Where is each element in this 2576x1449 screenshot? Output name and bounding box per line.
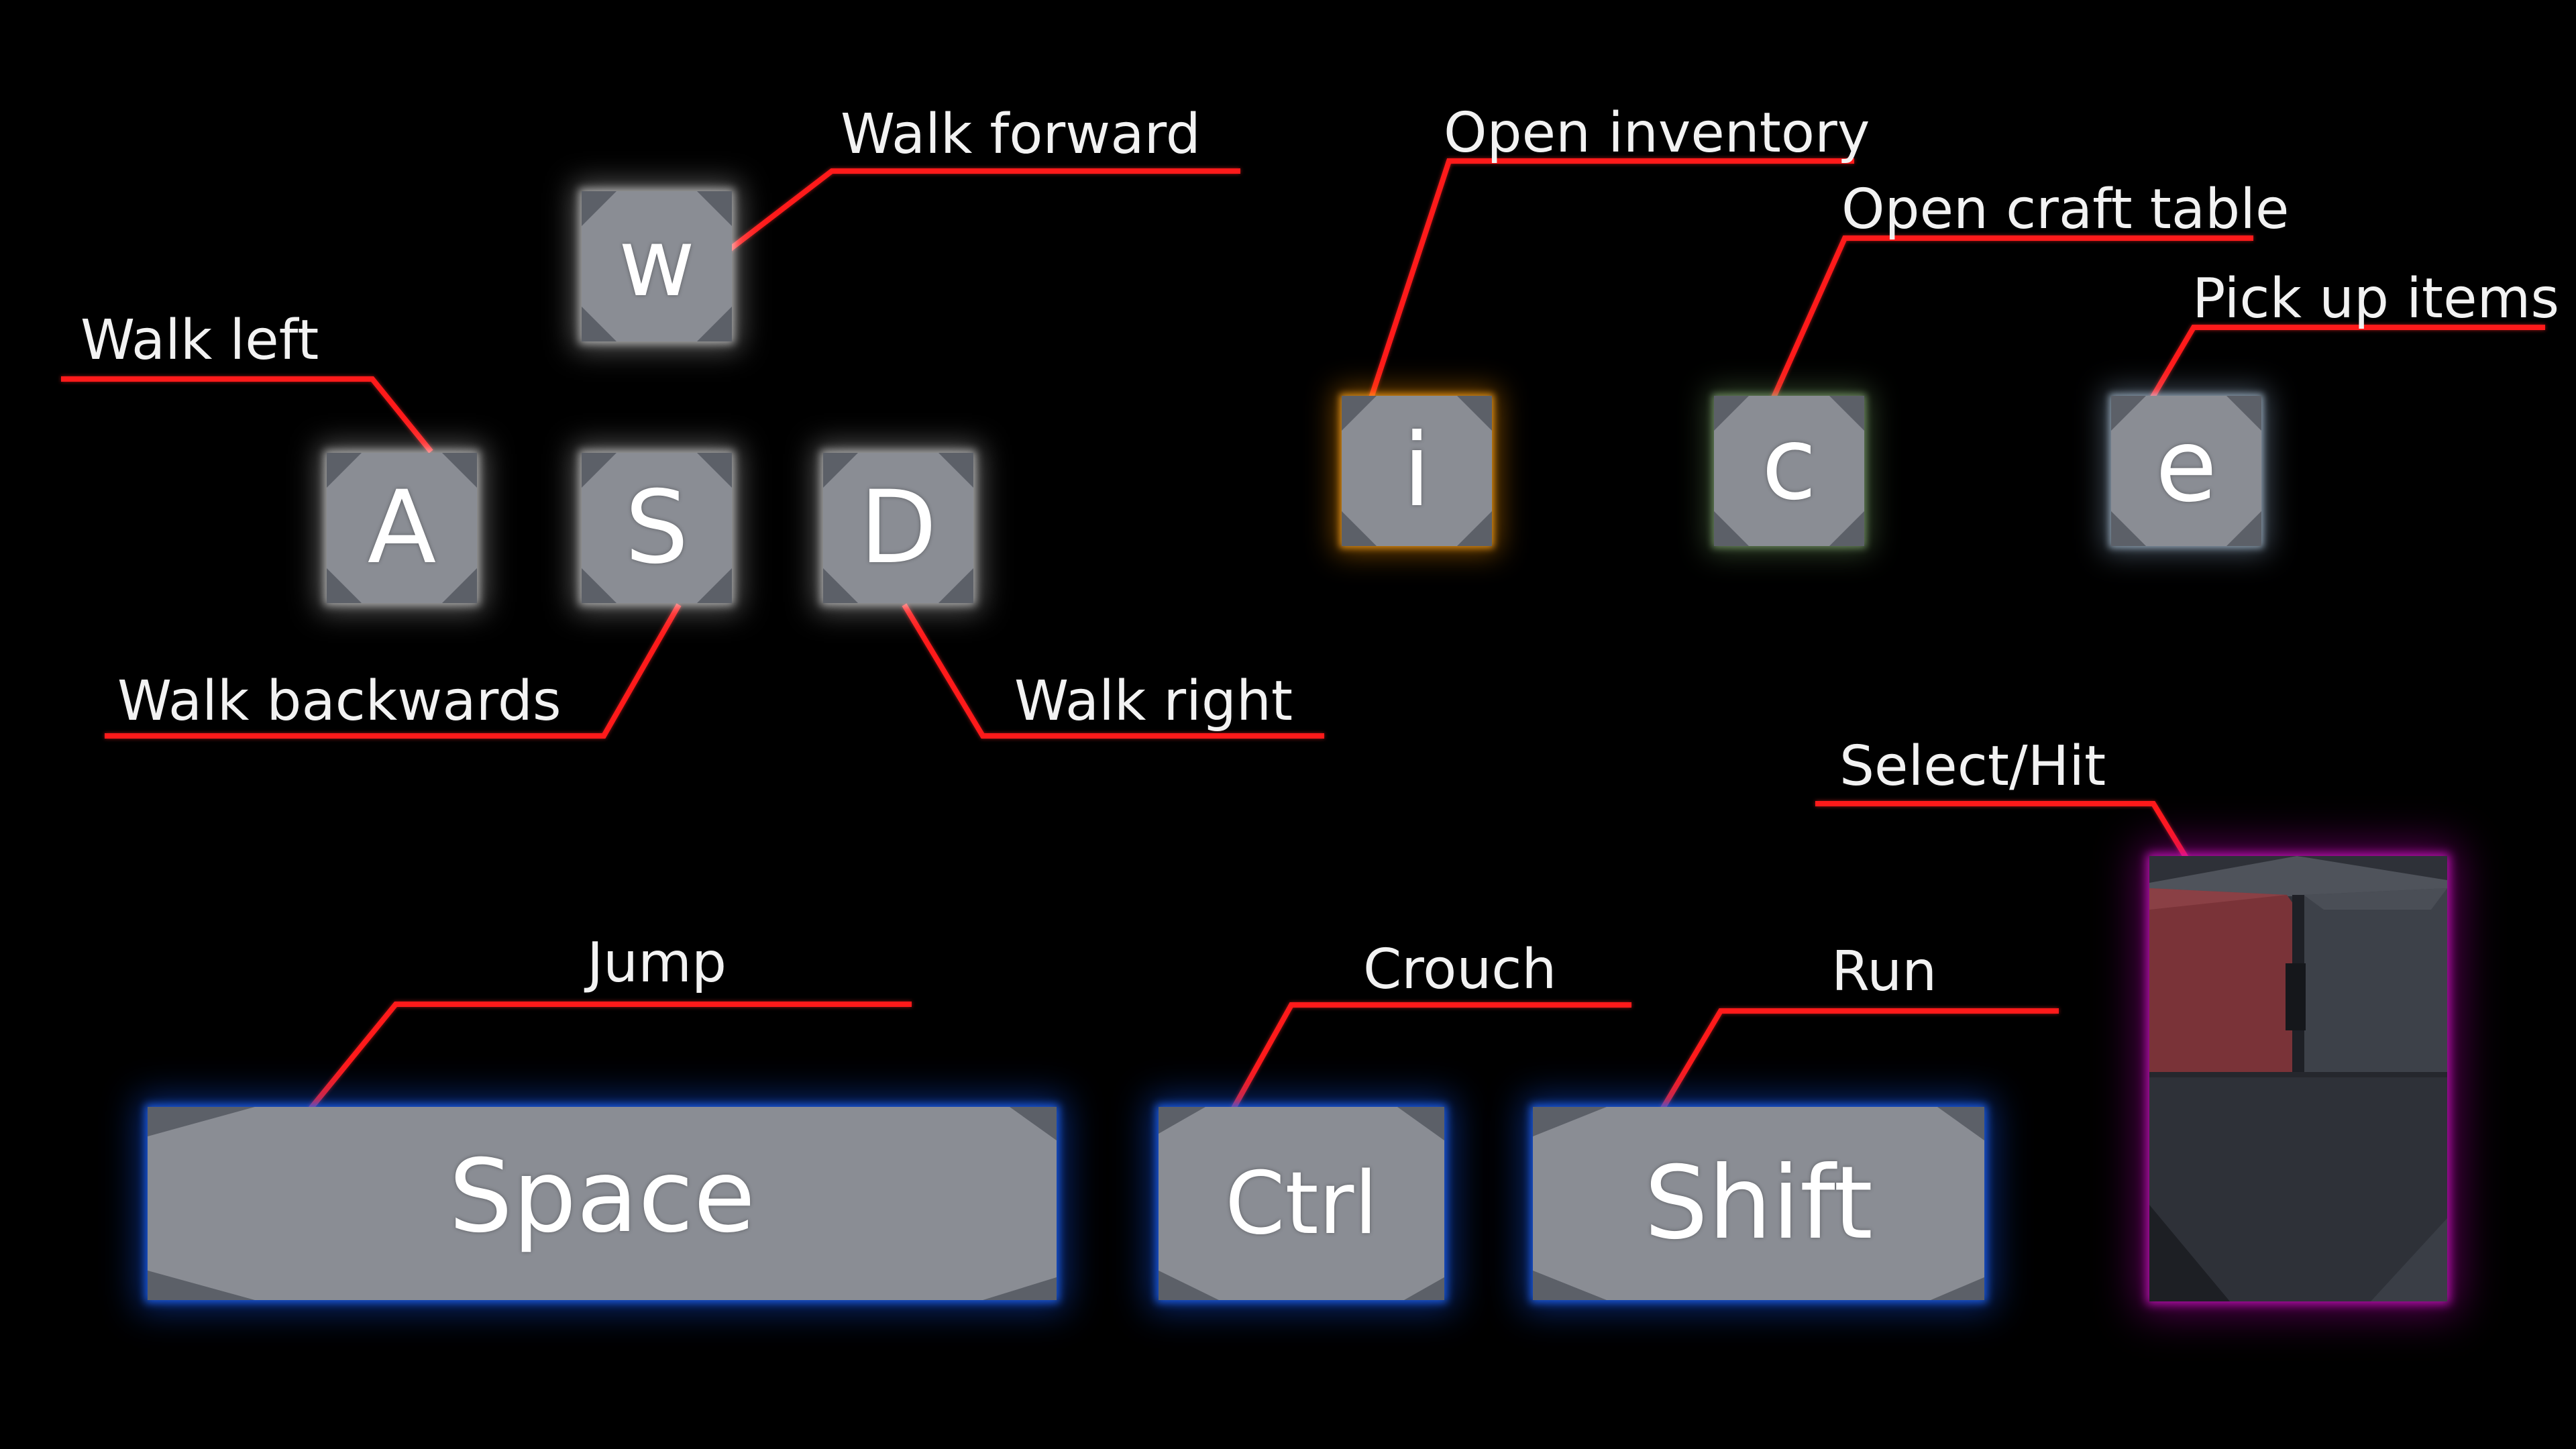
leader-line-open-inventory (1368, 158, 1854, 400)
label-open-craft-table: Open craft table (1841, 178, 2290, 241)
leader-line-run (1660, 1008, 2059, 1111)
key-d-glyph: D (859, 470, 937, 586)
leader-line-walk-left (61, 376, 433, 453)
key-shift: Shift (1533, 1107, 1984, 1300)
key-i-glyph: i (1403, 413, 1431, 529)
key-a-glyph: A (367, 470, 437, 586)
leader-line-select-hit (1815, 801, 2201, 879)
key-c-glyph: c (1761, 406, 1817, 523)
key-a: A (327, 453, 477, 603)
leader-line-pick-up-items (2149, 325, 2545, 400)
leader-line-open-craft-table (1770, 235, 2253, 400)
label-open-inventory: Open inventory (1444, 101, 1870, 165)
label-jump: Jump (587, 931, 727, 995)
mouse-icon (2149, 856, 2447, 1301)
key-space: Space (148, 1107, 1057, 1300)
leader-line-jump (308, 1002, 912, 1111)
key-e: e (2111, 396, 2261, 546)
key-c: c (1714, 396, 1864, 546)
label-pick-up-items: Pick up items (2192, 267, 2560, 331)
mouse-left-button (2149, 888, 2294, 1072)
label-walk-backwards: Walk backwards (117, 669, 561, 733)
key-w-glyph: w (618, 208, 696, 318)
label-walk-forward: Walk forward (841, 103, 1201, 166)
key-ctrl: Ctrl (1159, 1107, 1444, 1300)
label-walk-left: Walk left (80, 309, 319, 372)
mouse-illustration (2149, 856, 2447, 1301)
key-e-glyph: e (2155, 408, 2218, 525)
key-s-glyph: S (625, 470, 689, 586)
label-run: Run (1831, 940, 1937, 1004)
key-d: D (823, 453, 973, 603)
key-space-glyph: Space (448, 1138, 756, 1255)
label-walk-right: Walk right (1014, 669, 1293, 733)
key-i: i (1342, 396, 1492, 546)
label-crouch: Crouch (1363, 938, 1557, 1002)
mouse-right-button (2304, 888, 2447, 1072)
label-select-hit: Select/Hit (1839, 735, 2106, 798)
key-shift-glyph: Shift (1644, 1145, 1873, 1262)
leader-line-walk-forward (727, 168, 1240, 252)
leader-line-crouch (1230, 1002, 1631, 1111)
key-s: S (582, 453, 732, 603)
key-ctrl-glyph: Ctrl (1225, 1153, 1378, 1254)
mouse-scroll-wheel (2286, 963, 2306, 1030)
key-w: w (582, 191, 732, 341)
